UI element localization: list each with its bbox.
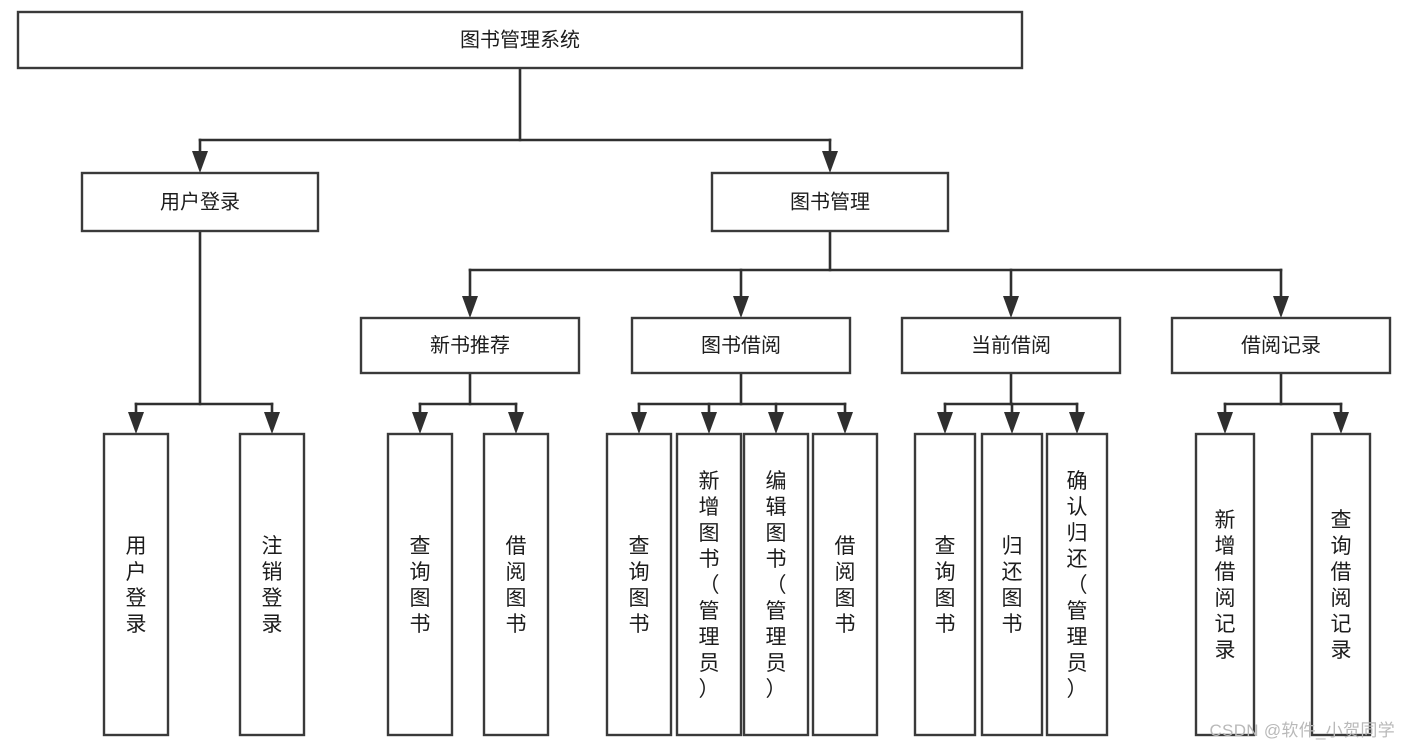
node-label-leaf-logout: 注销登录: [262, 535, 283, 636]
node-layer: 图书管理系统用户登录图书管理新书推荐图书借阅当前借阅借阅记录用户登录注销登录查询…: [16, 10, 1392, 737]
arrow-head-icon: [631, 412, 647, 434]
node-new-book-recommend[interactable]: 新书推荐: [359, 316, 581, 375]
node-box-current-borrow[interactable]: [900, 316, 1122, 375]
node-label-leaf-user-login: 用户登录: [126, 535, 147, 636]
node-box-book-management[interactable]: [710, 171, 950, 233]
arrow-head-icon: [1333, 412, 1349, 434]
node-box-leaf-query-book-rec[interactable]: [386, 432, 454, 737]
arrow-head-icon: [733, 296, 749, 318]
node-root[interactable]: 图书管理系统: [16, 10, 1024, 70]
node-box-borrow-record[interactable]: [1170, 316, 1392, 375]
arrow-head-icon: [701, 412, 717, 434]
arrow-head-icon: [462, 296, 478, 318]
connector-bookborrow-to-leaves: [631, 371, 853, 434]
node-label-current-borrow: 当前借阅: [971, 334, 1051, 357]
node-label-book-borrow: 图书借阅: [701, 334, 781, 357]
node-book-borrow[interactable]: 图书借阅: [630, 316, 852, 375]
arrow-head-icon: [264, 412, 280, 434]
node-box-leaf-query-book-borrow[interactable]: [605, 432, 673, 737]
node-label-leaf-add-record: 新增借阅记录: [1215, 509, 1236, 662]
node-leaf-query-record[interactable]: 查询借阅记录: [1310, 432, 1372, 737]
node-label-new-book-recommend: 新书推荐: [430, 334, 510, 357]
node-box-leaf-borrow-book-rec[interactable]: [482, 432, 550, 737]
node-box-root[interactable]: [16, 10, 1024, 70]
node-book-management[interactable]: 图书管理: [710, 171, 950, 233]
csdn-watermark: CSDN @软件_小贺同学: [1209, 721, 1395, 740]
arrow-head-icon: [937, 412, 953, 434]
node-label-leaf-borrow-book: 借阅图书: [835, 535, 856, 636]
node-leaf-borrow-book-rec[interactable]: 借阅图书: [482, 432, 550, 737]
connector-layer: [128, 66, 1349, 434]
arrow-head-icon: [412, 412, 428, 434]
arrow-head-icon: [192, 151, 208, 173]
node-leaf-logout[interactable]: 注销登录: [238, 432, 306, 737]
node-box-leaf-add-record[interactable]: [1194, 432, 1256, 737]
node-current-borrow[interactable]: 当前借阅: [900, 316, 1122, 375]
node-box-leaf-query-record[interactable]: [1310, 432, 1372, 737]
node-box-leaf-add-book[interactable]: [675, 432, 743, 737]
connector-newbook-to-leaves: [412, 371, 524, 434]
node-user-login[interactable]: 用户登录: [80, 171, 320, 233]
connector-userlogin-to-leaves: [128, 229, 280, 434]
connector-borrowrecord-to-leaves: [1217, 371, 1349, 434]
node-box-leaf-logout[interactable]: [238, 432, 306, 737]
node-label-leaf-confirm-return: 确认归还（管理员）: [1067, 470, 1088, 701]
node-box-leaf-query-book-current[interactable]: [913, 432, 977, 737]
node-label-leaf-query-book-borrow: 查询图书: [629, 535, 650, 636]
node-box-leaf-borrow-book[interactable]: [811, 432, 879, 737]
node-label-book-management: 图书管理: [790, 190, 870, 213]
node-box-leaf-confirm-return[interactable]: [1045, 432, 1109, 737]
connector-currentborrow-to-leaves: [937, 371, 1085, 434]
node-label-leaf-query-book-rec: 查询图书: [410, 535, 431, 636]
node-box-new-book-recommend[interactable]: [359, 316, 581, 375]
node-leaf-return-book[interactable]: 归还图书: [980, 432, 1044, 737]
connector-root-to-level2: [192, 66, 838, 173]
arrow-head-icon: [1273, 296, 1289, 318]
node-box-leaf-edit-book[interactable]: [742, 432, 810, 737]
arrow-head-icon: [1217, 412, 1233, 434]
node-label-leaf-return-book: 归还图书: [1002, 535, 1023, 636]
arrow-head-icon: [1003, 296, 1019, 318]
arrow-head-icon: [508, 412, 524, 434]
arrow-head-icon: [822, 151, 838, 173]
node-label-leaf-borrow-book-rec: 借阅图书: [506, 535, 527, 636]
node-leaf-borrow-book[interactable]: 借阅图书: [811, 432, 879, 737]
node-label-root: 图书管理系统: [460, 28, 580, 51]
node-leaf-query-book-current[interactable]: 查询图书: [913, 432, 977, 737]
arrow-head-icon: [128, 412, 144, 434]
node-leaf-edit-book[interactable]: 编辑图书（管理员）: [742, 432, 810, 737]
arrow-head-icon: [768, 412, 784, 434]
node-leaf-user-login[interactable]: 用户登录: [102, 432, 170, 737]
node-box-book-borrow[interactable]: [630, 316, 852, 375]
node-box-leaf-return-book[interactable]: [980, 432, 1044, 737]
node-leaf-add-record[interactable]: 新增借阅记录: [1194, 432, 1256, 737]
node-box-leaf-user-login[interactable]: [102, 432, 170, 737]
node-label-borrow-record: 借阅记录: [1241, 334, 1321, 357]
node-borrow-record[interactable]: 借阅记录: [1170, 316, 1392, 375]
connector-bookmgmt-to-level3: [462, 229, 1289, 318]
node-leaf-add-book[interactable]: 新增图书（管理员）: [675, 432, 743, 737]
node-box-user-login[interactable]: [80, 171, 320, 233]
node-label-leaf-add-book: 新增图书（管理员）: [699, 470, 720, 701]
node-leaf-query-book-borrow[interactable]: 查询图书: [605, 432, 673, 737]
node-leaf-confirm-return[interactable]: 确认归还（管理员）: [1045, 432, 1109, 737]
arrow-head-icon: [837, 412, 853, 434]
arrow-head-icon: [1004, 412, 1020, 434]
node-label-leaf-edit-book: 编辑图书（管理员）: [766, 470, 787, 701]
node-label-user-login: 用户登录: [160, 190, 240, 213]
arrow-head-icon: [1069, 412, 1085, 434]
node-label-leaf-query-book-current: 查询图书: [935, 535, 956, 636]
node-label-leaf-query-record: 查询借阅记录: [1331, 509, 1352, 662]
node-leaf-query-book-rec[interactable]: 查询图书: [386, 432, 454, 737]
